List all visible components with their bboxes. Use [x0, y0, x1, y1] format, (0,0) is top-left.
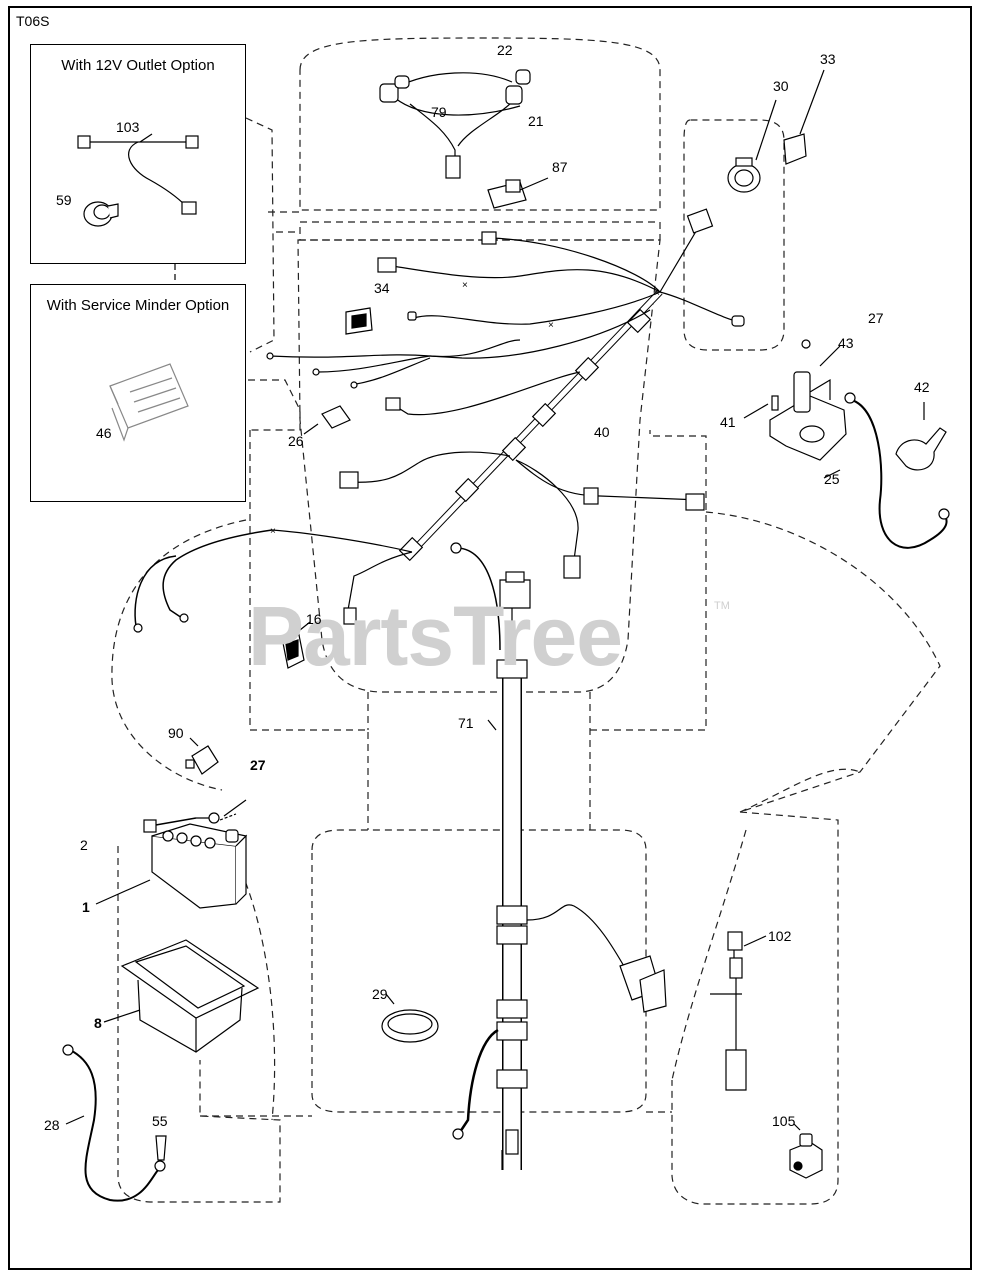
- callout-30: 30: [773, 78, 789, 94]
- callout-16: 16: [306, 611, 322, 627]
- part-90-bracket: [185, 737, 219, 775]
- diagram-frame: [8, 6, 972, 1270]
- callout-43: 43: [838, 335, 854, 351]
- svg-text:×: ×: [270, 526, 276, 537]
- callout-87: 87: [552, 159, 568, 175]
- callout-29: 29: [372, 986, 388, 1002]
- part-30-ignition-switch: [727, 99, 777, 193]
- callout-8: 8: [94, 1015, 102, 1031]
- svg-text:×: ×: [548, 320, 554, 331]
- callout-21: 21: [528, 113, 544, 129]
- callout-33: 33: [820, 51, 836, 67]
- minder-option-box: With Service Minder Option: [30, 284, 246, 502]
- callout-55: 55: [152, 1113, 168, 1129]
- callout-102: 102: [768, 928, 792, 944]
- outlet-option-title: With 12V Outlet Option: [61, 57, 215, 74]
- seat-switch-connector: [619, 955, 667, 1013]
- part-33-bracket: [783, 69, 825, 165]
- watermark: PartsTree: [248, 589, 623, 683]
- callout-28: 28: [44, 1117, 60, 1133]
- callout-40: 40: [594, 424, 610, 440]
- battery-hardware: [143, 799, 247, 833]
- minder-option-title: With Service Minder Option: [46, 297, 230, 314]
- callout-105: 105: [772, 1113, 796, 1129]
- callout-59: 59: [56, 192, 72, 208]
- part-26-fuse: [303, 405, 351, 435]
- part-87-relay: [487, 177, 549, 209]
- part-71-cable: [450, 542, 633, 1170]
- diagram-code: T06S: [16, 13, 50, 29]
- left-battery-cables: [133, 529, 273, 633]
- callout-2: 2: [80, 837, 88, 853]
- callout-27-solenoid: 27: [868, 310, 884, 326]
- part-55-bolt: [155, 1135, 167, 1161]
- watermark-tm: TM: [714, 600, 730, 612]
- callout-46: 46: [96, 425, 112, 441]
- callout-27-battery: 27: [250, 757, 266, 773]
- callout-103: 103: [116, 119, 140, 135]
- svg-text:×: ×: [462, 280, 468, 291]
- part-8-battery-tray: [103, 939, 260, 1053]
- harness-connectors: [266, 208, 745, 625]
- callout-42: 42: [914, 379, 930, 395]
- callout-1: 1: [82, 899, 90, 915]
- headlight-harness: [379, 69, 531, 179]
- callout-26: 26: [288, 433, 304, 449]
- part-29-seat-switch: [381, 993, 439, 1043]
- main-harness-40: × × × ×: [269, 227, 741, 611]
- callout-22: 22: [497, 42, 513, 58]
- callout-90: 90: [168, 725, 184, 741]
- callout-41: 41: [720, 414, 736, 430]
- part-43-solenoid: [743, 339, 847, 461]
- svg-text:×: ×: [654, 288, 660, 299]
- part-102-harness: [710, 931, 767, 1091]
- outlet-option-box: With 12V Outlet Option: [30, 44, 246, 264]
- callout-34: 34: [374, 280, 390, 296]
- part-28-cable: [62, 1044, 166, 1202]
- part-16-connector: [281, 621, 311, 669]
- callout-79: 79: [431, 104, 447, 120]
- part-25-cable: [823, 392, 950, 549]
- part-105-switch: [789, 1123, 823, 1179]
- callout-71: 71: [458, 715, 474, 731]
- part-1-battery: [95, 823, 248, 909]
- part-42-boot: [895, 402, 947, 471]
- tractor-outline: [111, 37, 941, 1205]
- callout-25: 25: [824, 471, 840, 487]
- part-34-switch: [345, 307, 373, 335]
